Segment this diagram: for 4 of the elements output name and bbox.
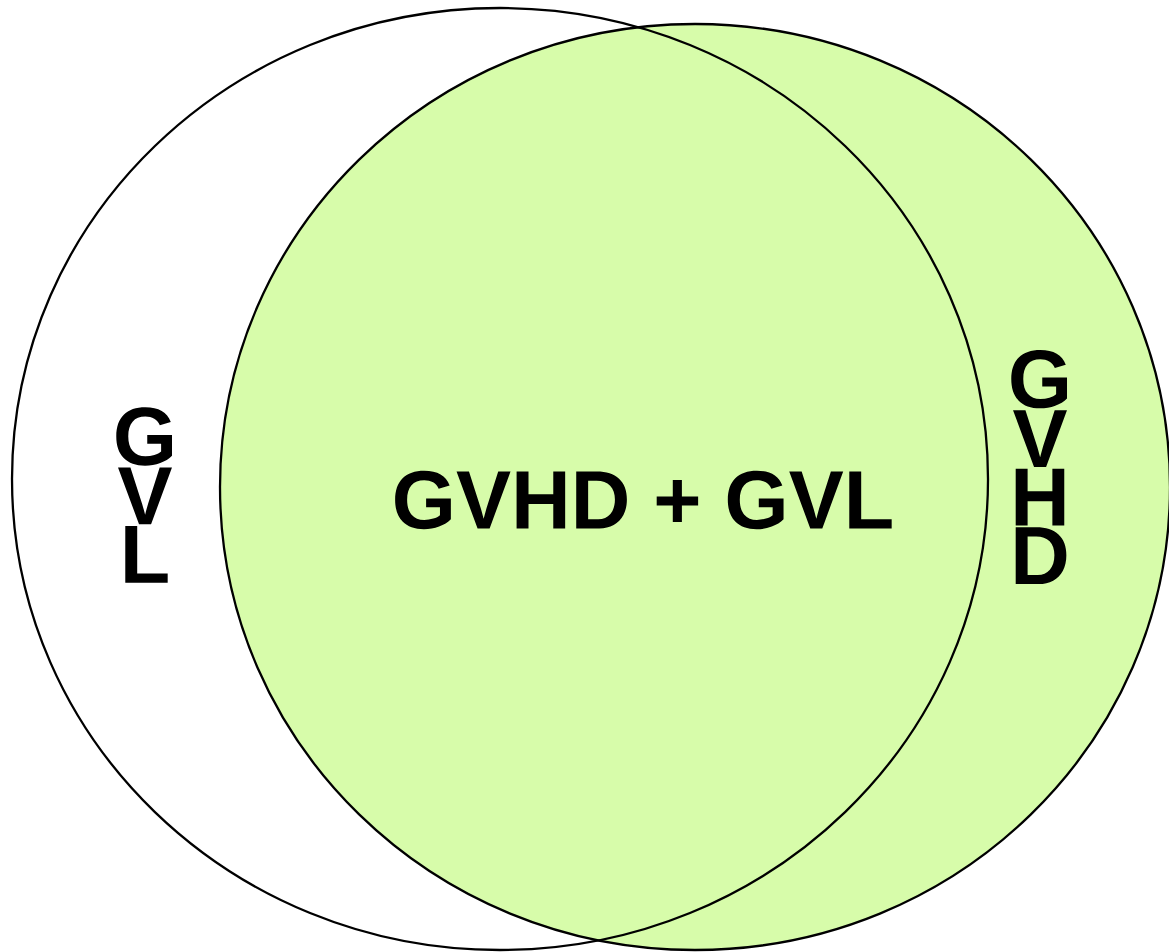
venn-ellipse <box>10 6 990 952</box>
overlap-label: GVHD + GVL <box>395 470 892 530</box>
set-label: G V L <box>116 407 172 583</box>
set-label: G V H D <box>1011 349 1067 585</box>
